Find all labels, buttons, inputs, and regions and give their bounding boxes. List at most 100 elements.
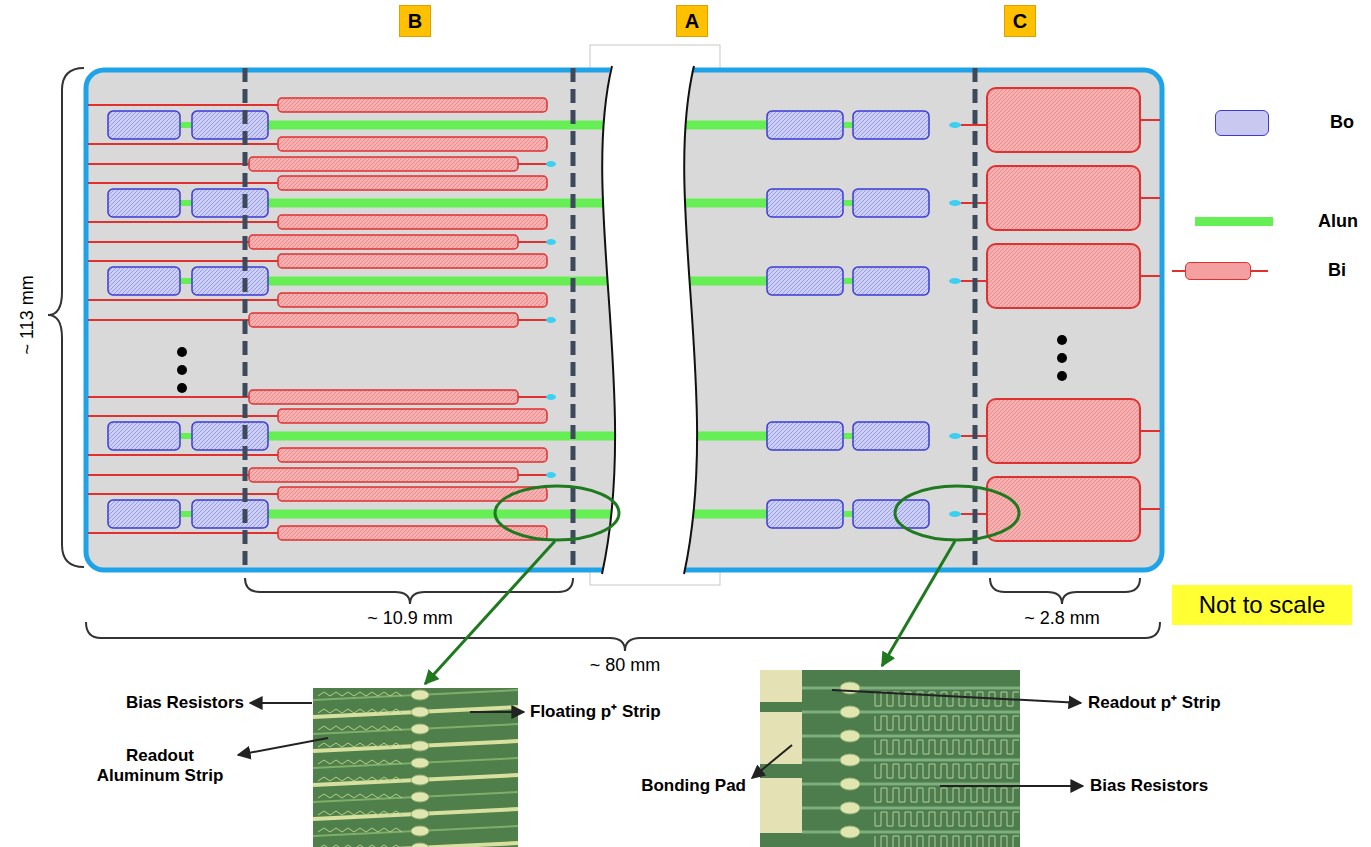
bonding-pad	[192, 111, 268, 139]
micrograph-strip	[802, 807, 1020, 810]
micrograph-contact	[840, 730, 860, 742]
ellipsis-dot	[1057, 371, 1067, 381]
bias-resistor	[249, 390, 518, 404]
pad-link	[180, 122, 192, 128]
pad-link	[843, 122, 853, 128]
bonding-pad	[767, 111, 843, 139]
bias-resistor	[987, 166, 1140, 230]
bias-line	[88, 319, 249, 321]
micrograph-resistor	[318, 794, 402, 798]
bias-line	[88, 396, 249, 398]
legend-text: Bi	[1328, 260, 1346, 282]
micrograph-ground	[760, 670, 1020, 847]
bias-resistor	[987, 88, 1140, 152]
legend-text: Bo	[1330, 112, 1354, 134]
strip-end	[949, 433, 961, 439]
micrograph-contact	[840, 706, 860, 718]
bonding-pad	[108, 500, 180, 528]
callout-label: Bonding Pad	[641, 776, 746, 796]
note-text: Not to scale	[1199, 591, 1326, 619]
micrograph-strip	[313, 843, 518, 847]
dimension-label: ~ 113 mm	[17, 275, 39, 354]
ellipsis-dot	[177, 347, 187, 357]
micrograph-contact	[411, 826, 429, 836]
micrograph-resistor	[318, 709, 402, 713]
callout-label: Readout p⁺ Strip	[1088, 693, 1221, 713]
micrograph-contact	[411, 741, 429, 751]
note-box: Not to scale	[1172, 585, 1352, 625]
bias-line	[88, 493, 278, 495]
micrograph-strip	[802, 831, 1020, 834]
micrograph-contact	[411, 724, 429, 734]
section-letter: B	[408, 10, 422, 33]
dimension-brace	[990, 578, 1140, 604]
bias-line	[1140, 197, 1160, 199]
micrograph-contact	[840, 778, 860, 790]
micrograph-contact	[840, 754, 860, 766]
pad-link	[180, 200, 192, 206]
micrograph-strip	[802, 735, 1020, 738]
bonding-pad	[853, 500, 929, 528]
ellipsis-dot	[177, 365, 187, 375]
micrograph-contact	[411, 707, 429, 717]
leader-arrow	[752, 745, 792, 778]
bias-line	[518, 319, 547, 321]
section-letter: C	[1013, 10, 1027, 33]
ellipsis-dot	[1057, 335, 1067, 345]
bonding-pad	[108, 189, 180, 217]
bias-resistor	[987, 399, 1140, 463]
micrograph-strip	[313, 775, 518, 785]
pad-link	[843, 433, 853, 439]
callout-label: Bias Resistors	[1090, 776, 1208, 796]
micrograph-resistor	[318, 760, 402, 764]
strip-end	[949, 511, 961, 517]
micrograph-resistor	[875, 836, 1019, 847]
bias-line	[88, 454, 278, 456]
micrograph-contact	[840, 826, 860, 838]
micrograph-resistor	[875, 788, 1019, 802]
micrograph-strip	[313, 809, 518, 819]
micrograph-strip	[313, 690, 518, 700]
bias-resistor	[249, 157, 518, 171]
bias-resistor	[987, 244, 1140, 308]
bias-line	[518, 241, 547, 243]
region-boundary	[973, 68, 978, 572]
legend-strip-swatch	[1195, 217, 1273, 226]
sensor-drawing	[48, 45, 1268, 847]
bias-resistor	[249, 468, 518, 482]
readout-aluminum-strip	[268, 199, 648, 208]
pad-link	[180, 278, 192, 284]
bonding-pad	[853, 422, 929, 450]
bias-line	[88, 241, 249, 243]
legend-text: Alun	[1318, 211, 1358, 233]
micrograph-resistor	[318, 692, 402, 696]
bonding-pad	[108, 267, 180, 295]
micrograph-pad	[760, 778, 802, 833]
micrograph-resistor	[318, 777, 402, 781]
region-boundary	[571, 68, 576, 572]
leader-arrow	[940, 785, 1083, 787]
leader-arrow	[250, 702, 312, 704]
bonding-pad	[853, 111, 929, 139]
break-line	[684, 66, 697, 574]
micrograph-resistor	[875, 716, 1019, 730]
section-tag: B	[399, 5, 431, 37]
micrograph	[760, 670, 1020, 847]
micrograph-resistor	[318, 811, 402, 815]
bias-line	[1140, 275, 1160, 277]
ellipsis-dot	[1057, 353, 1067, 363]
micrograph-strip	[313, 724, 518, 734]
strip-end	[949, 122, 961, 128]
bonding-pad	[767, 422, 843, 450]
bias-resistor	[987, 477, 1140, 541]
leader-arrow	[832, 690, 1081, 703]
callout-arrow	[882, 541, 955, 666]
micrograph-contact	[411, 843, 429, 847]
floating-strip-end	[546, 472, 556, 478]
readout-aluminum-strip	[268, 121, 648, 130]
bonding-pad	[108, 422, 180, 450]
bonding-pad	[108, 111, 180, 139]
micrograph-pad	[760, 670, 802, 702]
